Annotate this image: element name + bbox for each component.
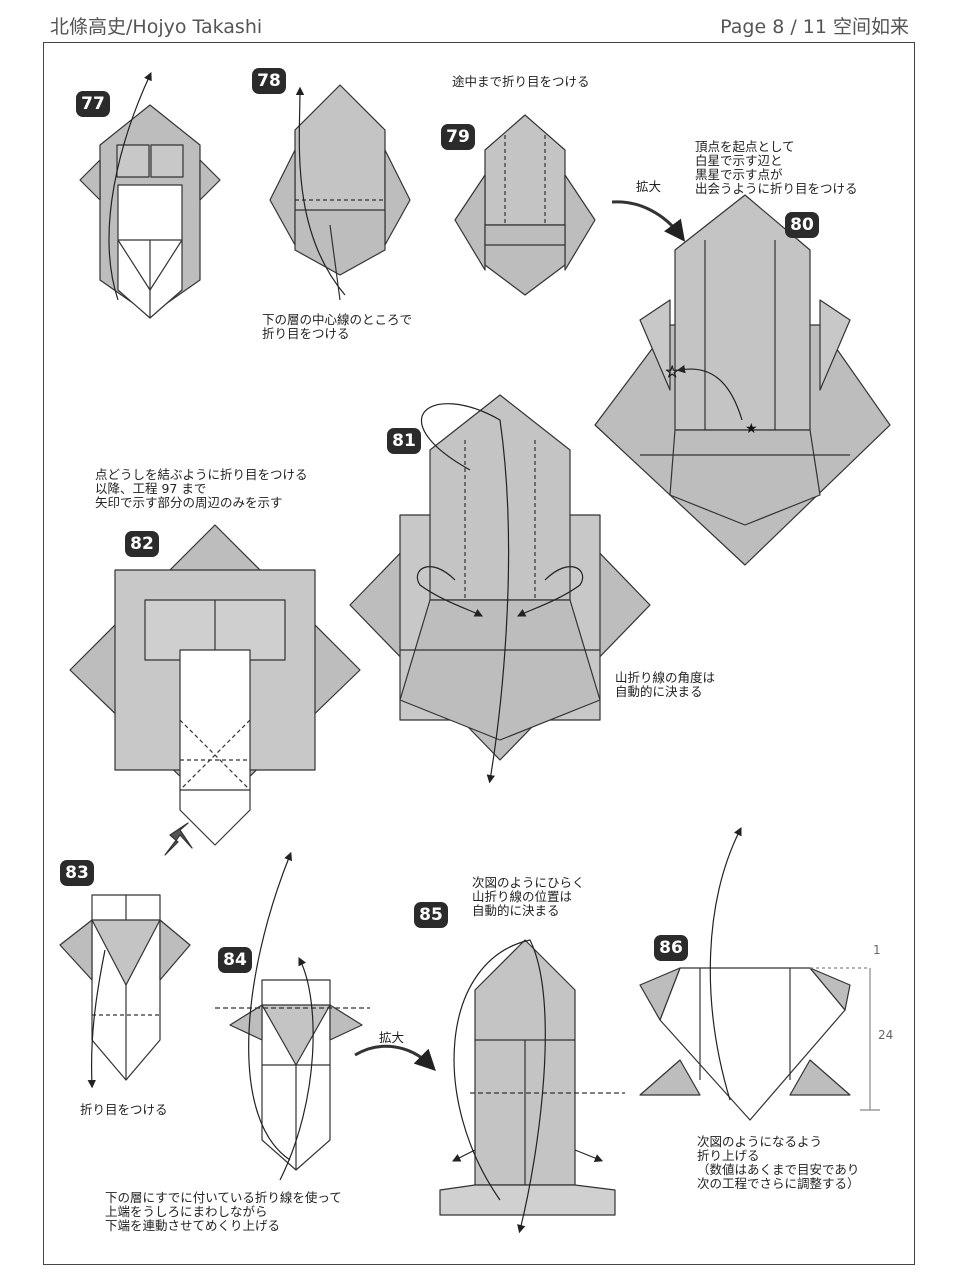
diagram-step-79 — [454, 114, 596, 296]
note-step-82: 点どうしを結ぶように折り目をつける 以降、工程 97 まで 矢印で示す部分の周辺… — [95, 467, 308, 510]
note-step-78: 下の層の中心線のところで 折り目をつける — [262, 312, 413, 341]
diagram-step-81 — [349, 394, 651, 784]
note-step-85: 次図のようにひらく 山折り線の位置は 自動的に決まる — [472, 875, 585, 918]
step-badge-86: 86 — [654, 935, 688, 961]
dimension-height: 24 — [878, 1028, 894, 1042]
diagram-step-80: ☆ ★ — [594, 194, 891, 566]
diagram-step-85 — [439, 939, 625, 1234]
step-badge-81: 81 — [387, 428, 421, 454]
step-badge-83: 83 — [60, 860, 94, 886]
step-badge-82: 82 — [125, 531, 159, 557]
step-badge-80: 80 — [785, 212, 819, 238]
dimension-top: 1 — [873, 943, 881, 957]
note-step-86: 次図のようになるよう 折り上げる （数値はあくまで目安であり 次の工程でさらに調… — [697, 1134, 860, 1191]
page-frame — [43, 42, 915, 1265]
note-step-79: 途中まで折り目をつける — [452, 74, 590, 89]
step-badge-77: 77 — [76, 91, 110, 117]
diagram-step-86 — [639, 826, 880, 1121]
diagram-step-82 — [69, 524, 361, 856]
diagram-step-84 — [215, 851, 370, 1181]
header-author: 北條高史/Hojyo Takashi — [50, 16, 263, 38]
note-step-81: 山折り線の角度は 自動的に決まる — [615, 670, 716, 699]
note-step-80: 頂点を起点として 白星で示す辺と 黒星で示す点が 出会うように折り目をつける — [695, 139, 858, 196]
step-badge-85: 85 — [414, 902, 448, 928]
diagram-step-83 — [59, 894, 191, 1089]
header-page-title: Page 8 / 11 空间如来 — [720, 16, 909, 38]
svg-text:★: ★ — [745, 421, 758, 437]
step-badge-79: 79 — [441, 124, 475, 150]
svg-text:☆: ☆ — [665, 362, 679, 381]
note-step-84: 下の層にすでに付いている折り線を使って 上端をうしろにまわしながら 下端を連動さ… — [105, 1190, 342, 1233]
note-step-83: 折り目をつける — [80, 1102, 168, 1117]
step-badge-84: 84 — [218, 947, 252, 973]
step-badge-78: 78 — [252, 68, 286, 94]
diagram-step-77 — [79, 71, 221, 319]
note-zoom-80: 拡大 — [636, 179, 662, 194]
note-zoom-85: 拡大 — [379, 1030, 405, 1045]
diagram-step-78 — [269, 84, 411, 301]
